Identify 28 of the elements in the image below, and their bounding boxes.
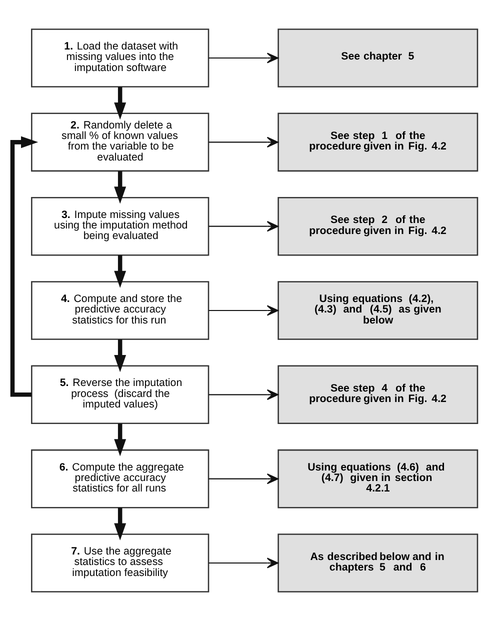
arrow xyxy=(114,170,126,204)
node-box: See step 1 of the procedure given in Fig. 4.2 xyxy=(278,112,478,172)
arrow xyxy=(114,254,126,288)
node-box: 6. Compute the aggregate predictive accuracy statistics for all runs xyxy=(31,448,210,508)
node-box: 4. Compute and store the predictive accuracy statistics for this run xyxy=(31,280,210,340)
node-box: Using equations (4.2), (4.3) and (4.5) as given below xyxy=(278,280,478,340)
node-box: 7. Use the aggregate statistics to assess imputation feasibility xyxy=(31,533,210,592)
arrow xyxy=(114,423,126,456)
node-box: As described below and in chapters 5 and 6 xyxy=(278,533,478,592)
arrow xyxy=(208,473,278,484)
node-box: 5. Reverse the imputation process (discard the imputed values) xyxy=(31,364,210,424)
arrow xyxy=(208,388,278,400)
arrow xyxy=(114,86,126,120)
arrow xyxy=(114,338,126,372)
node-box: See step 2 of the procedure given in Fig. 4.2 xyxy=(278,196,478,256)
arrow xyxy=(208,220,278,232)
node-box: See step 4 of the procedure given in Fig. 4.2 xyxy=(278,364,478,424)
node-box: 2. Randomly delete a small % of known values from the variable to be evaluated xyxy=(31,112,210,172)
node-box: 1. Load the dataset with missing values into the imputation software xyxy=(31,28,210,87)
arrow xyxy=(208,52,278,63)
arrow xyxy=(208,304,278,316)
arrow xyxy=(208,557,278,568)
arrow xyxy=(208,136,278,147)
node-box: See chapter 5 xyxy=(278,28,478,87)
node-box: Using equations (4.6) and (4.7) given in section 4.2.1 xyxy=(278,448,478,508)
node-box: 3. Impute missing values using the imputation method being evaluated xyxy=(31,196,210,256)
arrow xyxy=(10,136,38,396)
arrow xyxy=(114,507,126,540)
